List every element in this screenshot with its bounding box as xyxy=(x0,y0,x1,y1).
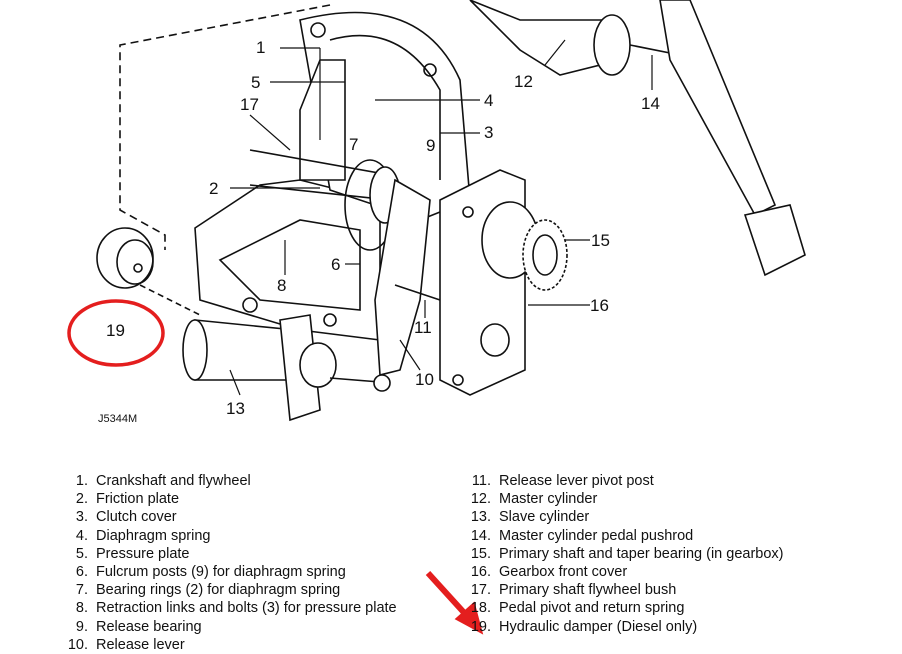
legend-item: 13. Slave cylinder xyxy=(463,508,784,526)
red-arrow-icon xyxy=(425,570,484,635)
legend-item-text: Master cylinder xyxy=(499,491,598,508)
legend-item-number: 5. xyxy=(75,545,88,562)
callout-19: 19 xyxy=(106,321,125,340)
legend-item-text: Release lever xyxy=(96,636,185,653)
legend-item: 17. Primary shaft flywheel bush xyxy=(463,581,784,599)
legend-item-number: 18. xyxy=(470,600,491,617)
clutch-pedal xyxy=(659,0,806,277)
legend-item-text: Gearbox front cover xyxy=(499,564,628,581)
legend-item-number: 13. xyxy=(470,509,491,526)
highlight-circle xyxy=(67,299,165,367)
legend-left-column: 1. Crankshaft and flywheel 2. Friction plat… xyxy=(60,472,397,654)
legend-item: 4. Diaphragm spring xyxy=(60,527,397,545)
legend-item-number: 14. xyxy=(470,527,491,544)
release-lever xyxy=(374,178,431,377)
legend-item-number: 4. xyxy=(75,527,88,544)
legend-item-number: 2. xyxy=(75,491,88,508)
callout-7: 7 xyxy=(349,135,359,154)
callout-16: 16 xyxy=(590,296,609,315)
callout-14: 14 xyxy=(641,94,660,113)
legend-item-text: Friction plate xyxy=(96,491,180,508)
callout-13: 13 xyxy=(226,399,245,418)
legend-item-text: Clutch cover xyxy=(96,509,177,526)
legend-item: 15. Primary shaft and taper bearing (in g… xyxy=(463,545,784,563)
legend-item: 12. Master cylinder xyxy=(463,490,784,508)
legend-item-text: Master cylinder pedal pushrod xyxy=(499,527,694,544)
legend-item-text: Crankshaft and flywheel xyxy=(96,473,251,489)
legend-item-number: 1. xyxy=(75,473,88,489)
legend-item-number: 17. xyxy=(470,582,491,599)
legend-item-number: 12. xyxy=(470,491,491,508)
legend-item-number: 7. xyxy=(75,582,88,599)
callout-3: 3 xyxy=(484,123,494,142)
legend-item-text: Release bearing xyxy=(96,618,202,635)
callout-1: 1 xyxy=(256,38,266,57)
legend-item: 1. Crankshaft and flywheel xyxy=(60,472,397,490)
callout-10: 10 xyxy=(415,370,434,389)
callout-6: 6 xyxy=(331,255,341,274)
callout-11: 11 xyxy=(414,318,432,337)
callout-15: 15 xyxy=(591,231,610,250)
callout-4: 4 xyxy=(484,91,494,110)
legend-item-text: Primary shaft flywheel bush xyxy=(499,582,677,599)
slave-cylinder xyxy=(182,314,391,422)
callout-5: 5 xyxy=(251,73,261,92)
gearbox-front-cover xyxy=(439,169,568,396)
legend-item-number: 19. xyxy=(470,618,491,635)
legend-item-text: Release lever pivot post xyxy=(499,473,654,489)
legend-right-column: 11. Release lever pivot post 12. Master cyl… xyxy=(463,472,784,636)
master-cylinder xyxy=(469,0,695,76)
legend-item: 14. Master cylinder pedal pushrod xyxy=(463,527,784,545)
callout-12: 12 xyxy=(514,72,533,91)
hydraulic-damper xyxy=(96,227,154,289)
legend-item-text: Pedal pivot and return spring xyxy=(499,600,685,617)
legend-item-text: Diaphragm spring xyxy=(96,527,211,544)
callout-2: 2 xyxy=(209,179,219,198)
legend-item: 5. Pressure plate xyxy=(60,545,397,563)
callout-8: 8 xyxy=(277,276,287,295)
callout-9: 9 xyxy=(426,136,436,155)
legend-item: 8. Retraction links and bolts (3) for pre… xyxy=(60,599,397,617)
figure-id: J5344M xyxy=(98,413,138,425)
callout-17: 17 xyxy=(240,95,259,114)
legend-item: 3. Clutch cover xyxy=(60,508,397,526)
legend-item-number: 9. xyxy=(75,618,88,635)
leader-lines xyxy=(229,39,653,396)
legend-item-text: Hydraulic damper (Diesel only) xyxy=(499,618,698,635)
legend-item: 19. Hydraulic damper (Diesel only) xyxy=(463,618,784,636)
legend-item-text: Slave cylinder xyxy=(499,509,590,526)
legend-item-number: 11. xyxy=(471,473,491,489)
legend-item-text: Pressure plate xyxy=(96,545,190,562)
legend-item-text: Retraction links and bolts (3) for press… xyxy=(96,600,397,617)
legend-item: 16. Gearbox front cover xyxy=(463,563,784,581)
legend-item: 11. Release lever pivot post xyxy=(463,472,784,490)
legend-item: 6. Fulcrum posts (9) for diaphragm spring xyxy=(60,563,397,581)
legend-item-number: 8. xyxy=(75,600,88,617)
legend-item-text: Bearing rings (2) for diaphragm spring xyxy=(96,582,341,599)
legend-item: 2. Friction plate xyxy=(60,490,397,508)
hydraulic-line xyxy=(119,4,331,250)
legend-item: 18. Pedal pivot and return spring xyxy=(463,599,784,617)
legend-item: 9. Release bearing xyxy=(60,618,397,636)
legend-item-number: 3. xyxy=(75,509,88,526)
legend-item-number: 16. xyxy=(470,564,491,581)
legend-item-number: 6. xyxy=(75,564,88,581)
legend-item-text: Primary shaft and taper bearing (in gear… xyxy=(499,545,784,562)
legend-item-number: 10. xyxy=(67,636,88,653)
legend-item-text: Fulcrum posts (9) for diaphragm spring xyxy=(96,564,346,581)
legend-item: 10. Release lever xyxy=(60,636,397,654)
legend-item-number: 15. xyxy=(470,545,491,562)
legend-item: 7. Bearing rings (2) for diaphragm spring xyxy=(60,581,397,599)
clutch-housing xyxy=(194,11,471,341)
